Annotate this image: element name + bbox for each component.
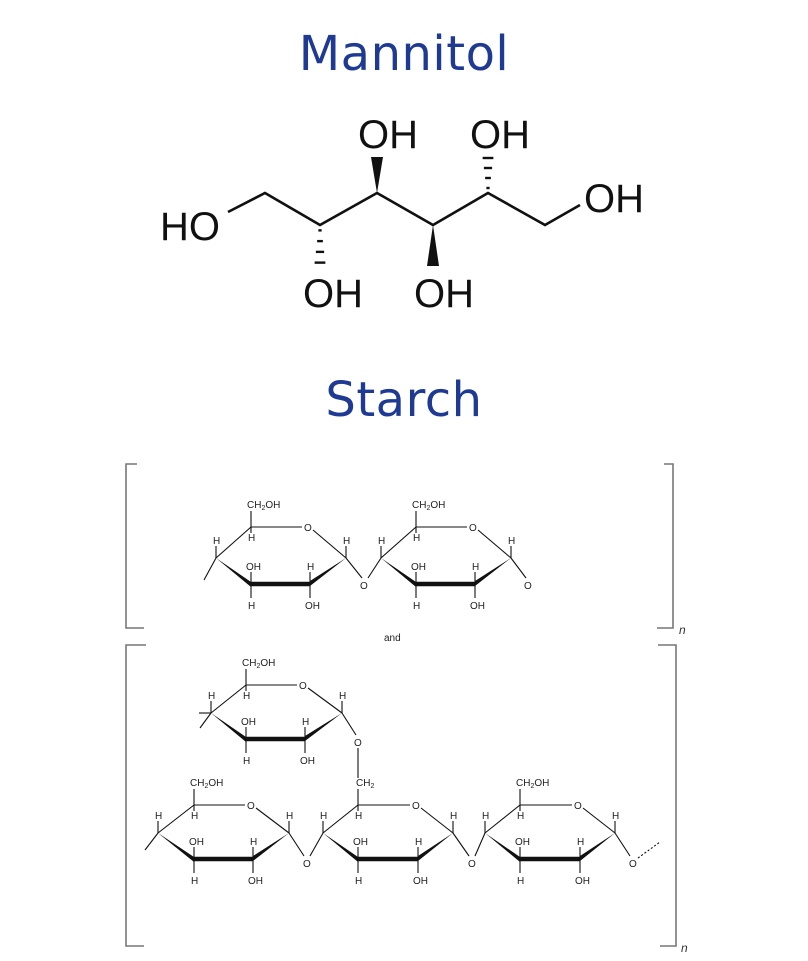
h-label: H [243,691,250,702]
glucose-ring-2: O CH2OH H H H OH H H OH [378,500,515,612]
glucose-ring-6: O CH2OH H H H OH H H OH [482,778,619,887]
group-label: CH2OH [242,658,275,670]
h-label: H [243,756,250,767]
wedge-bond [371,157,383,193]
h-label: H [413,601,420,612]
h-label: H [378,536,385,547]
glycosidic-oxygen: O [468,859,476,870]
h-label: H [307,562,314,573]
glycosidic-oxygen: O [354,738,362,749]
h-label: H [339,691,346,702]
group-label: CH2OH [190,778,223,790]
group-label: CH2OH [247,500,280,512]
h-label: H [472,562,479,573]
oh-label: OH [189,837,204,848]
oh-label: OH [515,837,530,848]
group-label: CH2OH [516,778,549,790]
hydroxyl-label: OH [358,113,418,157]
h-label: H [250,837,257,848]
hydroxyl-label: OH [414,272,474,316]
glycosidic-linkages: O O O O O O [144,557,661,870]
h-label: H [517,811,524,822]
oh-label: OH [305,601,320,612]
glucose-ring-1: O CH2OH H H H OH H H OH [213,500,350,612]
ring-oxygen: O [299,681,307,692]
h-label: H [355,876,362,887]
polymer-bracket-1: n [125,463,686,637]
h-label: H [612,811,619,822]
h-label: H [450,811,457,822]
group-label: CH2 [356,778,374,790]
carbon-chain [227,191,581,227]
mannitol-title: Mannitol [298,26,510,82]
oh-label: OH [353,837,368,848]
ring-oxygen: O [304,523,312,534]
h-label: H [508,536,515,547]
h-label: H [248,601,255,612]
oh-label: OH [470,601,485,612]
glycosidic-oxygen: O [303,859,311,870]
h-label: H [286,811,293,822]
h-label: H [302,717,309,728]
h-label: H [413,533,420,544]
oh-label: OH [241,717,256,728]
h-label: H [191,876,198,887]
oh-label: OH [300,756,315,767]
glycosidic-oxygen: O [524,581,532,592]
ring-oxygen: O [247,801,255,812]
mannitol-structure: HO OH OH OH OH OH [160,113,644,316]
starch-title: Starch [325,372,483,428]
h-label: H [155,811,162,822]
polymer-bracket-2: n [125,644,688,955]
oh-label: OH [411,562,426,573]
hydroxyl-label: OH [470,113,530,157]
ring-oxygen: O [469,523,477,534]
h-label: H [320,811,327,822]
h-label: H [191,811,198,822]
h-label: H [208,691,215,702]
h-label: H [517,876,524,887]
wedge-bond [427,225,439,266]
repeat-unit-n: n [679,623,686,637]
h-label: H [343,536,350,547]
h-label: H [482,811,489,822]
glycosidic-oxygen: O [360,581,368,592]
hydroxyl-label: HO [160,205,220,249]
h-label: H [355,811,362,822]
group-label: CH2OH [412,500,445,512]
hydroxyl-label: OH [584,177,644,221]
and-connector: and [384,633,401,644]
h-label: H [577,837,584,848]
h-label: H [213,536,220,547]
oh-label: OH [248,876,263,887]
glucose-ring-3: O CH2OH H H H OH H H OH [208,658,346,767]
oh-label: OH [246,562,261,573]
oh-label: OH [413,876,428,887]
ring-oxygen: O [574,801,582,812]
ring-oxygen: O [412,801,420,812]
glycosidic-oxygen: O [629,859,637,870]
h-label: H [415,837,422,848]
repeat-unit-n: n [681,941,688,955]
hydroxyl-label: OH [303,272,363,316]
glucose-ring-4: O CH2OH H H H OH H H OH [155,778,293,887]
h-label: H [248,533,255,544]
oh-label: OH [575,876,590,887]
